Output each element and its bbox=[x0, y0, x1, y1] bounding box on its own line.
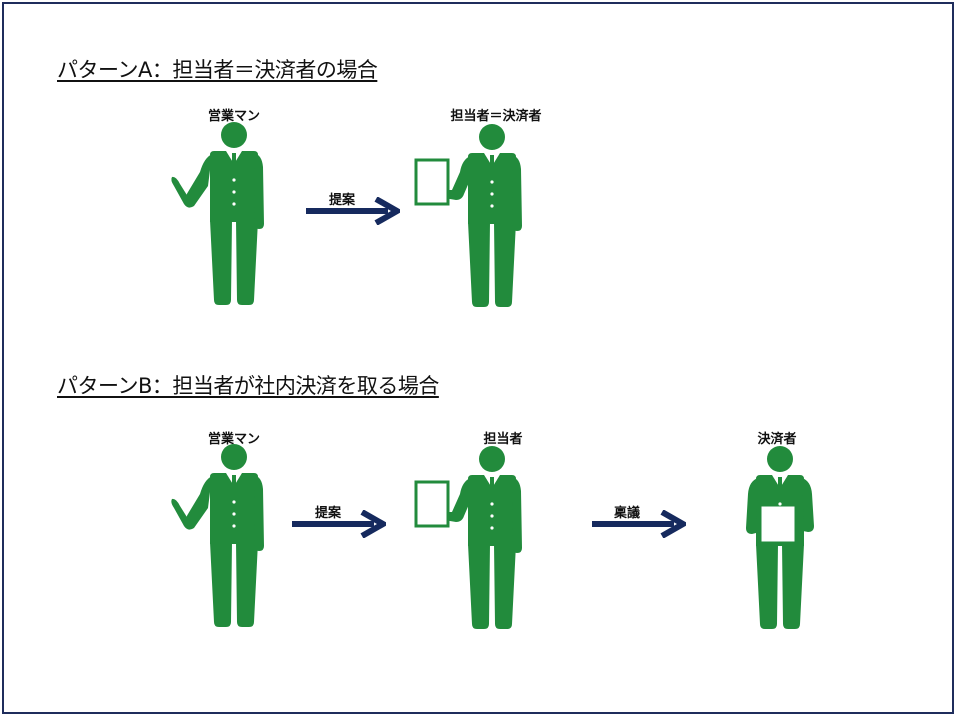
pattern-b-proposal-arrow bbox=[292, 510, 386, 538]
pattern-b-manager-label: 担当者 bbox=[483, 432, 523, 447]
manager-with-document-figure-b bbox=[414, 446, 522, 630]
pattern-b-arrow2-label: 稟議 bbox=[613, 506, 641, 521]
pattern-a-arrow-label: 提案 bbox=[328, 193, 356, 208]
pattern-b-approver-label: 決済者 bbox=[757, 432, 797, 447]
pattern-a-manager-label: 担当者＝決済者 bbox=[450, 109, 542, 124]
pattern-b-arrow1-label: 提案 bbox=[314, 506, 342, 521]
salesman-waving-figure-b bbox=[171, 444, 264, 628]
pattern-b-heading: パターンB：担当者が社内決済を取る場合 bbox=[57, 374, 439, 398]
pattern-b-ringi-arrow bbox=[592, 510, 686, 538]
salesman-waving-figure bbox=[171, 122, 264, 306]
approver-reading-figure bbox=[746, 446, 814, 630]
pattern-b-salesman-label: 営業マン bbox=[207, 432, 261, 447]
pattern-a-salesman-label: 営業マン bbox=[207, 109, 261, 124]
pattern-a-proposal-arrow bbox=[306, 197, 400, 225]
pattern-a-heading: パターンA：担当者＝決済者の場合 bbox=[57, 58, 378, 82]
manager-with-document-figure bbox=[414, 124, 522, 308]
